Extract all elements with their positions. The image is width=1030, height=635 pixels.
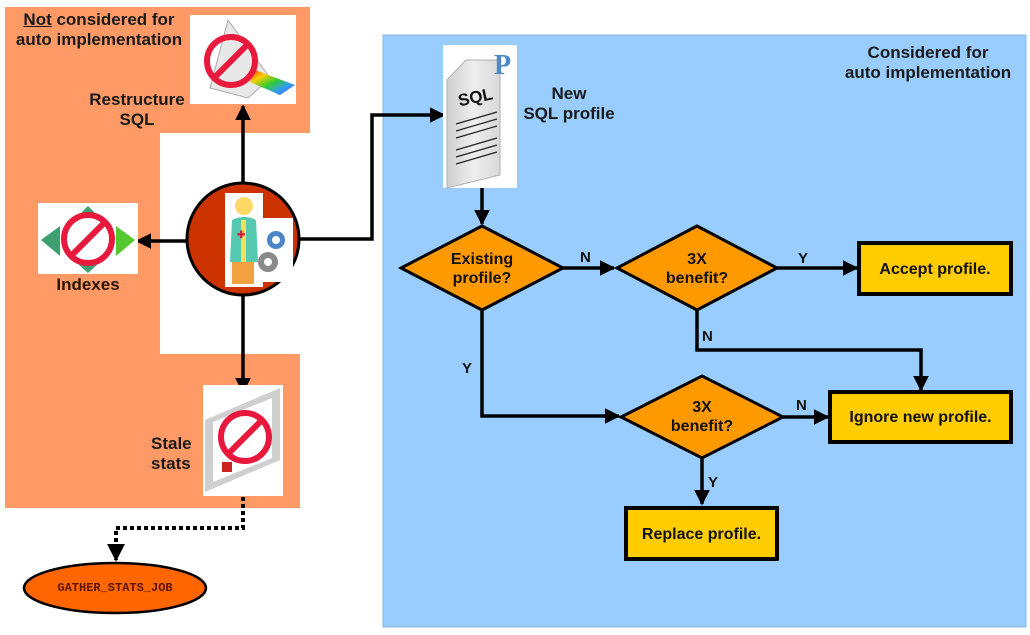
prism-prohibited-icon	[190, 15, 296, 104]
not-considered-title-line2: auto implementation	[15, 30, 183, 50]
new-profile-line1: New	[551, 84, 587, 103]
sql-profile-document-icon: SQL P	[443, 45, 517, 189]
rejected-action-stale-stats: Stale stats	[151, 434, 192, 475]
rejected-action-indexes: Indexes	[38, 275, 138, 295]
edge-label-existing-yes: Y	[462, 360, 473, 377]
edge-benefit-new-no	[695, 310, 929, 392]
benefit-existing-line2: benefit?	[670, 418, 734, 436]
gather-stats-job-label: GATHER_STATS_JOB	[57, 581, 173, 595]
svg-text:P: P	[494, 50, 511, 81]
not-considered-title-rest: considered for	[51, 10, 175, 29]
stale-stats-line1: Stale	[151, 434, 192, 453]
edge-label-benefit-new-yes: Y	[798, 250, 809, 267]
edge-advisor-to-new-profile	[299, 107, 446, 241]
edge-stale-stats-to-gather-job	[107, 497, 245, 562]
not-considered-title-emphasis: Not	[23, 10, 52, 29]
svg-text:✚: ✚	[237, 230, 246, 241]
outcome-replace-label: Replace profile.	[641, 526, 762, 543]
decision-benefit-new-label: 3X benefit?	[647, 250, 747, 288]
decision-benefit-existing-label: 3X benefit?	[652, 398, 752, 436]
rejected-action-restructure-sql: Restructure SQL	[82, 90, 192, 131]
sql-tuning-advisor-doctor-gears-icon: ✚	[225, 193, 293, 287]
outcome-accept-profile	[857, 241, 1013, 296]
new-profile-line2: SQL profile	[523, 104, 615, 124]
stats-board-prohibited-icon	[203, 385, 283, 496]
edge-label-benefit-existing-no: N	[796, 397, 807, 414]
not-considered-title: Not considered for auto implementation	[8, 10, 190, 51]
indexes-label: Indexes	[56, 275, 120, 294]
index-arrows-prohibited-icon	[38, 203, 138, 274]
connectors	[135, 104, 929, 506]
edge-existing-yes	[480, 310, 621, 424]
outcome-replace-profile	[624, 506, 779, 561]
outcome-ignore-label: Ignore new profile.	[849, 409, 992, 426]
considered-title-line2: auto implementation	[844, 63, 1012, 83]
restructure-sql-line1: Restructure	[89, 90, 185, 109]
outcome-accept-label: Accept profile.	[879, 261, 991, 278]
considered-title: Considered for auto implementation	[833, 43, 1023, 84]
benefit-existing-line1: 3X	[692, 399, 712, 416]
stale-stats-line2: stats	[151, 454, 191, 474]
decision-existing-profile	[397, 224, 567, 312]
not-considered-region	[5, 7, 310, 508]
sql-tuning-advisor: ✚	[185, 181, 301, 297]
new-sql-profile-label: New SQL profile	[514, 84, 624, 125]
benefit-new-line1: 3X	[687, 251, 707, 268]
outcome-ignore-new-profile	[828, 390, 1013, 444]
edge-label-benefit-new-no: N	[702, 328, 713, 345]
decision-benefit-existing	[617, 374, 787, 460]
gather-stats-job-ellipse	[22, 561, 208, 615]
decision-benefit-new	[613, 224, 781, 312]
restructure-sql-line2: SQL	[119, 110, 155, 130]
not-considered-region-shape	[5, 7, 310, 508]
edge-label-benefit-existing-yes: Y	[708, 474, 719, 491]
decision-existing-profile-label: Existing profile?	[432, 250, 532, 288]
considered-title-line1: Considered for	[867, 43, 989, 62]
benefit-new-line2: benefit?	[665, 270, 729, 288]
existing-profile-line2: profile?	[452, 270, 512, 288]
existing-profile-line1: Existing	[450, 251, 514, 268]
edge-label-existing-no: N	[580, 249, 591, 266]
